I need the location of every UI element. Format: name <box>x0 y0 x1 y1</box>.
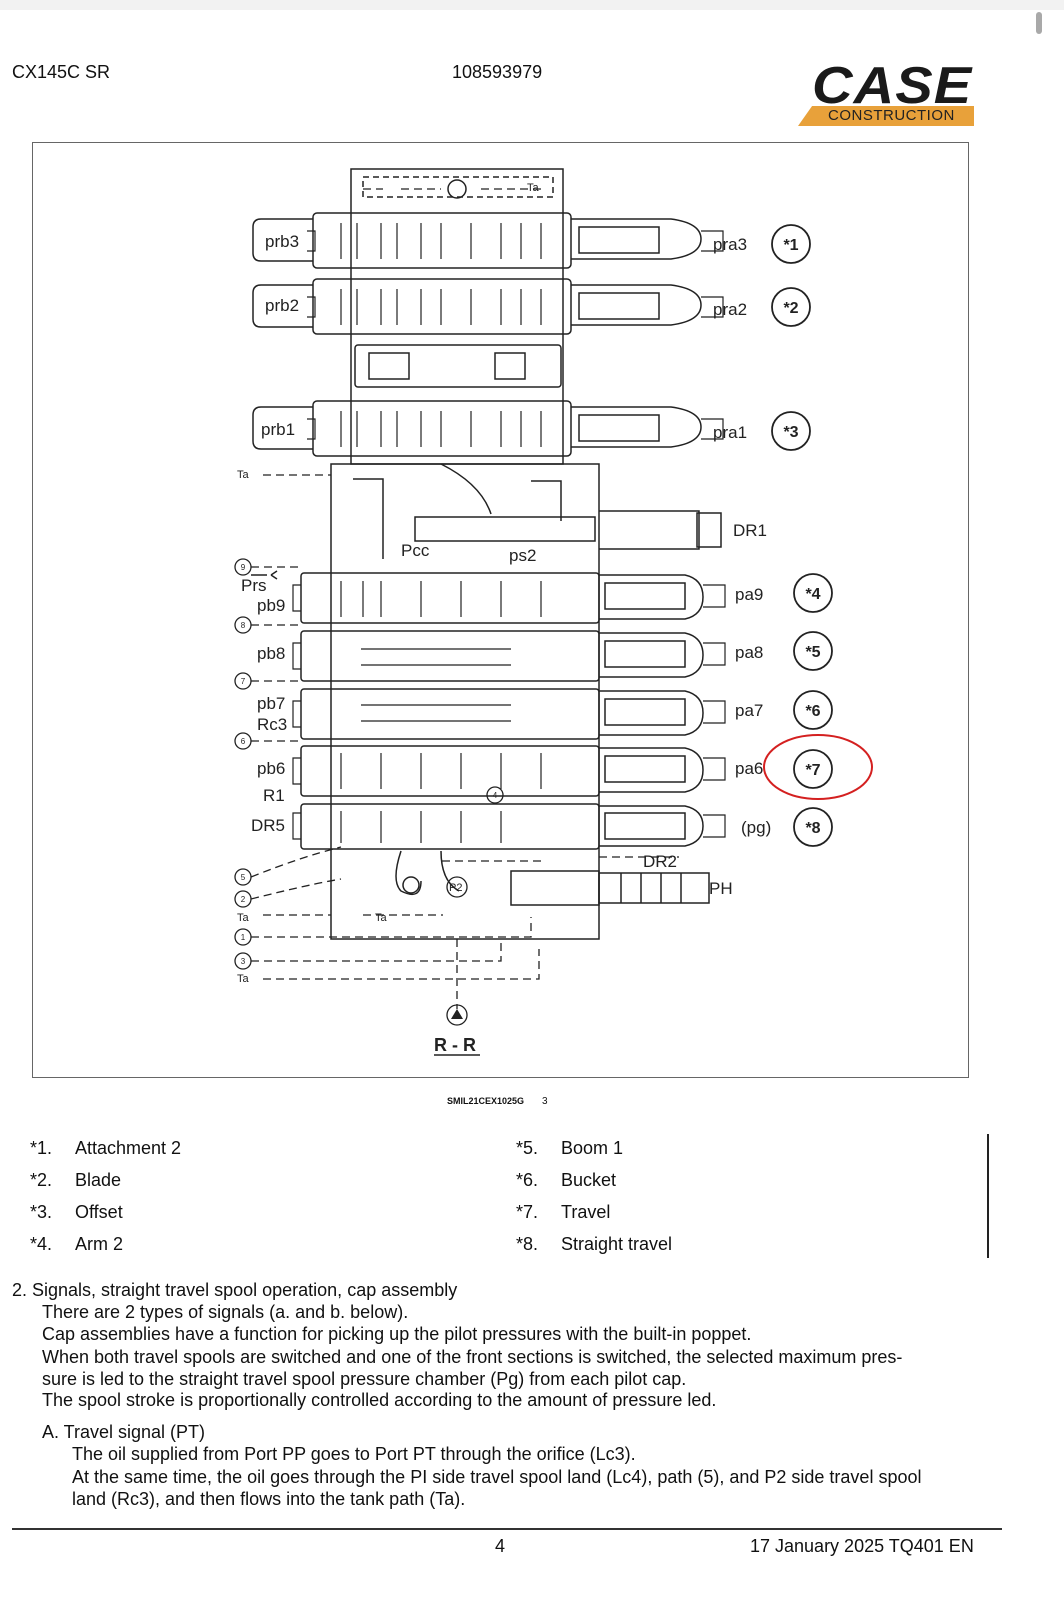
pilot-lines <box>250 188 679 1009</box>
upper-spool-sections <box>312 212 572 457</box>
callout-8: *8 <box>805 820 820 837</box>
callout-5: *5 <box>805 644 820 661</box>
model-name: CX145C SR <box>12 62 111 82</box>
document-number: 108593979 <box>452 62 543 82</box>
legend-text: Travel <box>561 1202 611 1222</box>
label-prb1: prb1 <box>261 420 295 439</box>
logo-band <box>798 106 974 126</box>
lower-valve-body <box>330 463 600 940</box>
valve-diagram-figure: 9 8 7 6 5 2 1 3 4 prb3 prb2 prb1 pra3 pr… <box>32 142 969 1078</box>
label-prb2: prb2 <box>265 296 299 315</box>
callout-2: *2 <box>783 300 798 317</box>
port-number: 7 <box>241 677 246 686</box>
body-line: sure is led to the straight travel spool… <box>42 1369 687 1389</box>
port-number: 2 <box>241 895 246 904</box>
label-pa9: pa9 <box>735 585 763 604</box>
label-ta: Ta <box>237 973 250 985</box>
sub-line: land (Rc3), and then flows into the tank… <box>72 1489 466 1509</box>
figure-index: 3 <box>542 1096 548 1107</box>
legend-num: *1. <box>30 1138 53 1158</box>
port-number: 3 <box>241 957 246 966</box>
label-pra3: pra3 <box>713 235 747 254</box>
legend-num: *4. <box>30 1234 53 1254</box>
label-ph: PH <box>709 879 733 898</box>
change-bar <box>987 1134 989 1258</box>
valve-diagram: 9 8 7 6 5 2 1 3 4 prb3 prb2 prb1 pra3 pr… <box>234 168 873 1056</box>
port-number: 4 <box>493 791 498 800</box>
legend-num: *8. <box>516 1234 539 1254</box>
port-number: 9 <box>241 563 246 572</box>
callout-7: *7 <box>805 762 820 779</box>
sub-title: A. Travel signal (PT) <box>42 1422 206 1442</box>
legend-text: Blade <box>75 1170 122 1190</box>
label-pb7: pb7 <box>257 694 285 713</box>
legend-num: *6. <box>516 1170 539 1190</box>
callout-1: *1 <box>783 237 798 254</box>
legend-text: Offset <box>75 1202 123 1222</box>
label-dr5: DR5 <box>251 816 285 835</box>
logo-sub: CONSTRUCTION <box>828 107 955 124</box>
label-pa7: pa7 <box>735 701 763 720</box>
callout-6: *6 <box>805 703 820 720</box>
logo-word: CASE <box>812 57 973 115</box>
label-pra1: pra1 <box>713 423 747 442</box>
sub-line: The oil supplied from Port PP goes to Po… <box>72 1444 636 1464</box>
label-p2: P2 <box>449 882 462 894</box>
label-r1: R1 <box>263 786 285 805</box>
callout-circles <box>771 224 833 847</box>
legend-num: *2. <box>30 1170 53 1190</box>
legend-num: *7. <box>516 1202 539 1222</box>
port-number: 1 <box>241 933 246 942</box>
label-pb6: pb6 <box>257 759 285 778</box>
page-number: 4 <box>495 1536 506 1556</box>
callout-4: *4 <box>805 586 820 603</box>
footer-date-code: 17 January 2025 TQ401 EN <box>750 1536 974 1556</box>
label-pa8: pa8 <box>735 643 763 662</box>
viewer-top-bar <box>0 0 1064 10</box>
label-ta: Ta <box>375 912 388 924</box>
label-pra2: pra2 <box>713 300 747 319</box>
label-dr2: DR2 <box>643 852 677 871</box>
body-line: There are 2 types of signals (a. and b. … <box>42 1302 409 1322</box>
port-number: 5 <box>241 873 246 882</box>
label-ps2: ps2 <box>509 546 536 565</box>
label-pcc: Pcc <box>401 541 430 560</box>
callout-3: *3 <box>783 424 798 441</box>
item-title: 2. Signals, straight travel spool operat… <box>12 1280 458 1300</box>
lower-spool-sections <box>300 572 600 850</box>
label-ta: Ta <box>237 469 250 481</box>
legend-text: Attachment 2 <box>75 1138 182 1158</box>
legend-num: *5. <box>516 1138 539 1158</box>
label-pb9: pb9 <box>257 596 285 615</box>
section-label: R - R <box>434 1035 476 1055</box>
label-ta: Ta <box>237 912 250 924</box>
sub-line: At the same time, the oil goes through t… <box>72 1467 922 1487</box>
label-ta: Ta <box>527 182 540 194</box>
legend-text: Boom 1 <box>561 1138 624 1158</box>
body-line: The spool stroke is proportionally contr… <box>42 1390 717 1410</box>
figure-code: SMIL21CEX1025G 3 <box>447 1096 548 1107</box>
body-line: When both travel spools are switched and… <box>42 1347 903 1367</box>
label-prs: Prs <box>241 576 267 595</box>
label-pa6: pa6 <box>735 759 763 778</box>
port-number: 8 <box>241 621 246 630</box>
legend-num: *3. <box>30 1202 53 1222</box>
footer-rule <box>12 1528 1002 1530</box>
figure-code-text: SMIL21CEX1025G <box>447 1096 525 1106</box>
red-highlight-ellipse <box>763 734 873 800</box>
scrollbar-thumb[interactable] <box>1036 12 1042 34</box>
label-prb3: prb3 <box>265 232 299 251</box>
port-number: 6 <box>241 737 246 746</box>
legend-text: Bucket <box>561 1170 617 1190</box>
legend-text: Arm 2 <box>75 1234 124 1254</box>
label-pb8: pb8 <box>257 644 285 663</box>
case-construction-logo: CASE CONSTRUCTION <box>798 57 988 126</box>
label-rc3: Rc3 <box>257 715 287 734</box>
label-pg: (pg) <box>741 818 771 837</box>
legend-text: Straight travel <box>561 1234 673 1254</box>
label-dr1: DR1 <box>733 521 767 540</box>
body-line: Cap assemblies have a function for picki… <box>42 1324 752 1344</box>
